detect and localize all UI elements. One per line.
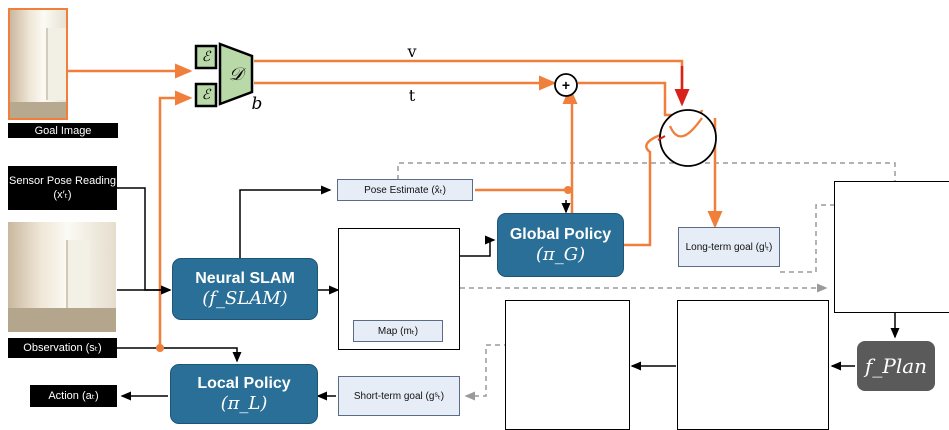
f-plan-box: f_Plan: [857, 341, 935, 391]
goal-map-frame: [834, 181, 949, 313]
observation-junction-dot: [156, 344, 164, 352]
local-policy-box: Local Policy (π_L): [170, 364, 318, 424]
encoder-top: [194, 44, 218, 70]
b-label: b: [251, 94, 263, 114]
neural-slam-symbol: (f_SLAM): [202, 288, 288, 309]
transform-node: [659, 109, 717, 167]
global-policy-box: Global Policy (π_G): [497, 213, 624, 277]
neural-slam-box: Neural SLAM (f_SLAM): [172, 258, 318, 320]
decoder-symbol: 𝒟: [228, 63, 244, 85]
observation-image: [8, 222, 116, 332]
action-label: Action (aₜ): [30, 385, 117, 407]
pose-junction-dot: [564, 186, 572, 194]
t-label: t: [408, 85, 416, 105]
global-policy-title: Global Policy: [509, 226, 612, 243]
local-policy-symbol: (π_L): [220, 393, 268, 414]
map-label: Map (mₜ): [353, 320, 443, 342]
sensor-pose-label: Sensor Pose Reading (x′ₜ): [8, 166, 117, 210]
goal-image: [8, 8, 68, 120]
v-label: v: [407, 41, 417, 61]
local-policy-title: Local Policy: [197, 375, 291, 392]
plan-map-frame: [677, 300, 829, 430]
short-term-goal-box: Short-term goal (gˢₜ): [338, 376, 460, 416]
decoder-block: [218, 42, 254, 106]
short-term-map-frame: [505, 300, 630, 430]
long-term-goal-box: Long-term goal (gˡₜ): [678, 227, 780, 267]
sum-node: [554, 73, 578, 97]
global-policy-symbol: (π_G): [535, 244, 586, 265]
encoder-bottom: [194, 82, 218, 108]
encoder-top-symbol: ℰ: [201, 49, 211, 65]
plus-symbol: +: [561, 77, 571, 93]
pose-estimate-box: Pose Estimate (x̂ₜ): [337, 179, 473, 201]
neural-slam-title: Neural SLAM: [195, 270, 295, 287]
observation-label: Observation (sₜ): [8, 338, 117, 358]
gray-dashed-paths: [397, 162, 896, 401]
goal-image-label: Goal Image: [8, 123, 118, 138]
encoder-bottom-symbol: ℰ: [201, 87, 211, 103]
